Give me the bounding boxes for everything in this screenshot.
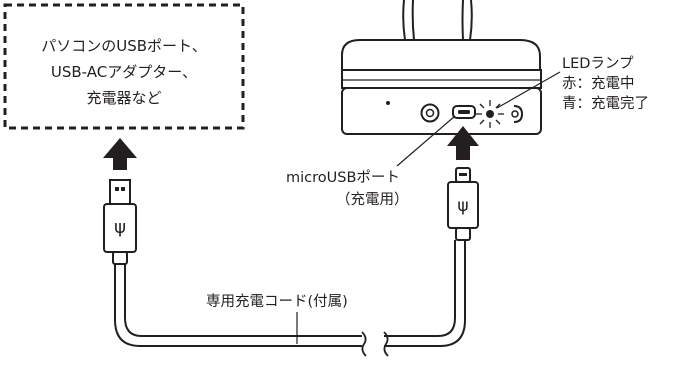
power-source-line-3: 充電器など (86, 89, 162, 107)
up-arrow-icon (103, 138, 137, 170)
led-glow-icon (476, 100, 504, 128)
led-red-status: 赤：充電中 (562, 76, 635, 92)
headphone-earcup (341, 39, 542, 135)
micro-usb-label: microUSBポート (286, 170, 400, 186)
up-arrow-icon (447, 126, 479, 160)
usb-a-plug-icon (103, 179, 137, 265)
power-source-line-1: パソコンのUSBポート、 (41, 37, 207, 55)
headband (402, 0, 473, 41)
power-source-line-2: USB-ACアダプター、 (50, 63, 198, 81)
power-source-label: パソコンのUSBポート、 USB-ACアダプター、 充電器など (4, 4, 244, 128)
usb-leader-line (396, 115, 456, 167)
led-lamp (486, 110, 494, 118)
usb-symbol-icon: ψ (457, 196, 468, 216)
usb-symbol-icon: ψ (114, 217, 126, 238)
power-source-box (3, 3, 245, 130)
mic-hole (386, 101, 390, 105)
led-leader-line (496, 71, 561, 109)
power-button (420, 103, 440, 123)
cable-label: 専用充電コード(付属) (206, 294, 348, 310)
led-blue-status: 青：充電完了 (562, 96, 649, 112)
micro-usb-sublabel: （充電用） (336, 192, 409, 208)
charging-cable (114, 264, 362, 347)
micro-usb-plug-icon (447, 167, 479, 241)
led-title: LEDランプ (562, 56, 634, 72)
